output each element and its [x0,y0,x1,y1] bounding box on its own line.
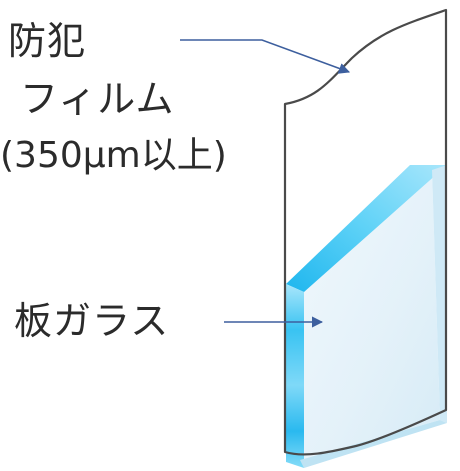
film-arrow [180,39,351,74]
plate-glass [286,165,447,468]
glass-side-edge [286,284,304,468]
glass-bottom-edge [300,420,447,468]
film-label-line1: 防犯 [8,19,87,63]
glass-face [300,170,440,460]
security-film-outline [283,8,448,456]
glass-top-edge [286,165,447,292]
glass-label: 板ガラス [14,299,170,343]
film-thickness-label: (350μm以上) [0,135,227,176]
glass-right-edge [432,165,447,423]
film-label-line2: フィルム [20,77,175,121]
